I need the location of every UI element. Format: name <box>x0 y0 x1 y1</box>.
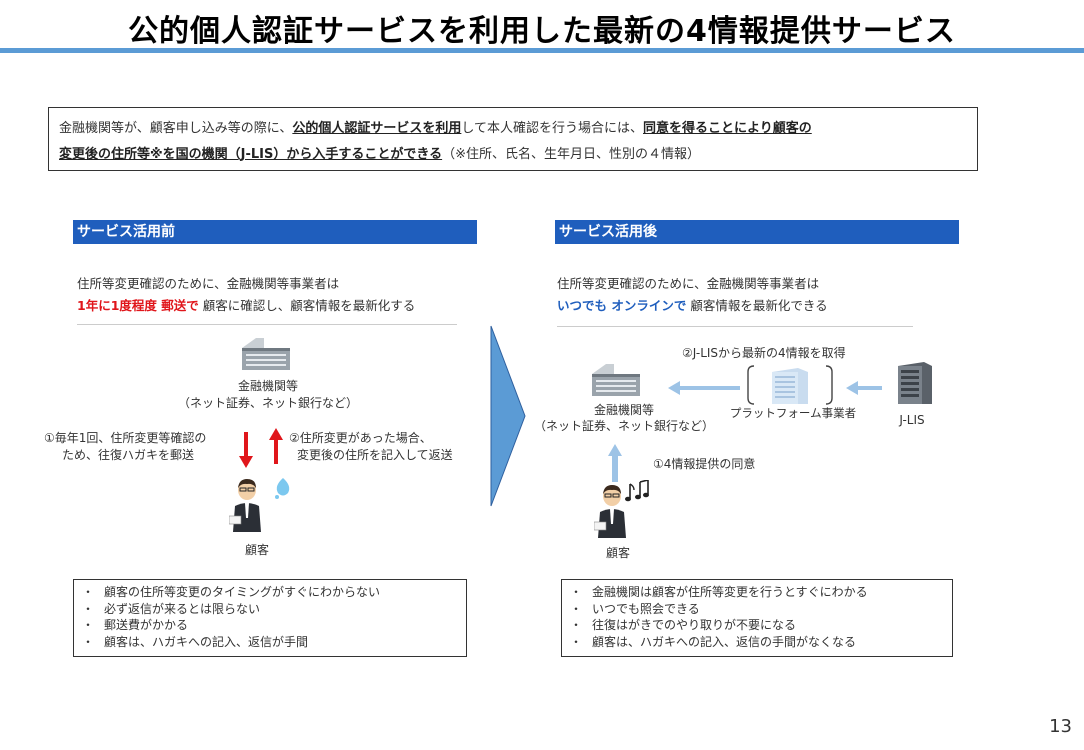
list-item: ・必ず返信が来るとは限らない <box>82 601 458 618</box>
before-note-reply: ②住所変更があった場合、 変更後の住所を記入して返送 <box>289 430 489 464</box>
office-building-icon <box>772 368 808 404</box>
summary-text-3: （※住所、氏名、生年月日、性別の４情報） <box>442 147 701 162</box>
before-note-reply-line1: ②住所変更があった場合、 <box>289 431 432 445</box>
list-item: ・金融機関は顧客が住所等変更を行うとすぐにわかる <box>570 584 944 601</box>
summary-text-2: して本人確認を行う場合には、 <box>461 121 643 136</box>
bank-building-icon <box>592 364 640 396</box>
bullet-mark: ・ <box>570 618 583 632</box>
before-note-mailing: ①毎年1回、住所変更等確認の ため、往復ハガキを郵送 <box>44 430 244 464</box>
list-item: ・郵送費がかかる <box>82 617 458 634</box>
list-item-text: 顧客は、ハガキへの記入、返信が手間 <box>104 634 309 649</box>
before-note-mailing-line2: ため、往復ハガキを郵送 <box>62 448 195 462</box>
before-description-rest: 顧客に確認し、顧客情報を最新化する <box>198 298 416 313</box>
before-customer-label: 顧客 <box>244 543 269 557</box>
list-item: ・往復はがきでのやり取りが不要になる <box>570 617 944 634</box>
list-item: ・いつでも照会できる <box>570 601 944 618</box>
after-description-line2: いつでも オンラインで 顧客情報を最新化できる <box>557 295 957 317</box>
list-item: ・顧客は、ハガキへの記入、返信の手間がなくなる <box>570 634 944 651</box>
before-institution-sublabel: （ネット証券、ネット銀行など） <box>177 396 358 410</box>
before-description-line2: 1年に1度程度 郵送で 顧客に確認し、顧客情報を最新化する <box>77 295 477 317</box>
list-item: ・顧客の住所等変更のタイミングがすぐにわからない <box>82 584 458 601</box>
after-description: 住所等変更確認のために、金融機関等事業者は いつでも オンラインで 顧客情報を最… <box>557 273 957 317</box>
summary-emphasis-3: 変更後の住所等※を国の機関（J-LIS）から入手することができる <box>59 147 443 162</box>
list-item-text: 往復はがきでのやり取りが不要になる <box>592 618 797 632</box>
list-item-text: 顧客は、ハガキへの記入、返信の手間がなくなる <box>592 634 857 649</box>
after-institution-sublabel: （ネット証券、ネット銀行など） <box>533 419 714 433</box>
after-step2-label: ②J-LISから最新の4情報を取得 <box>682 346 846 360</box>
platform-label: プラットフォーム事業者 <box>729 406 857 420</box>
list-item-text: 必ず返信が来るとは限らない <box>104 601 261 616</box>
list-item-text: 金融機関は顧客が住所等変更を行うとすぐにわかる <box>592 585 868 599</box>
jlis-label: J-LIS <box>899 413 925 427</box>
arrow-left-icon <box>668 381 740 395</box>
platform-bracket-icon <box>747 365 833 405</box>
after-section-header: サービス活用後 <box>555 220 959 244</box>
list-item-text: いつでも照会できる <box>592 601 700 616</box>
list-item-text: 顧客の住所等変更のタイミングがすぐにわからない <box>104 585 381 599</box>
after-benefits-list: ・金融機関は顧客が住所等変更を行うとすぐにわかる ・いつでも照会できる ・往復は… <box>561 579 953 657</box>
jlis-server-icon <box>898 362 932 404</box>
transition-chevron-icon <box>490 325 526 507</box>
after-highlight: いつでも オンラインで <box>557 298 687 313</box>
bullet-mark: ・ <box>82 601 95 616</box>
after-description-rest: 顧客情報を最新化できる <box>686 298 828 313</box>
customer-person-icon <box>594 485 626 538</box>
before-description: 住所等変更確認のために、金融機関等事業者は 1年に1度程度 郵送で 顧客に確認し… <box>77 273 477 317</box>
bullet-mark: ・ <box>82 634 95 649</box>
summary-emphasis-2: 同意を得ることにより顧客の <box>643 121 812 136</box>
arrow-up-icon <box>269 428 283 464</box>
after-description-line1: 住所等変更確認のために、金融機関等事業者は <box>557 276 820 291</box>
before-section-header: サービス活用前 <box>73 220 477 244</box>
bank-building-icon <box>242 338 290 370</box>
summary-box: 金融機関等が、顧客申し込み等の際に、公的個人認証サービスを利用して本人確認を行う… <box>48 107 978 171</box>
music-notes-icon <box>625 480 649 502</box>
after-divider <box>557 326 913 327</box>
sweat-drop-icon <box>275 478 290 499</box>
before-description-line1: 住所等変更確認のために、金融機関等事業者は <box>77 276 340 291</box>
list-item-text: 郵送費がかかる <box>104 618 189 632</box>
before-divider <box>77 324 457 325</box>
bullet-mark: ・ <box>570 585 583 599</box>
before-institution-label: 金融機関等 <box>237 379 298 393</box>
list-item: ・顧客は、ハガキへの記入、返信が手間 <box>82 634 458 651</box>
page-number: 13 <box>1049 716 1072 737</box>
after-customer-label: 顧客 <box>605 546 630 560</box>
arrow-up-icon <box>608 444 622 482</box>
after-step1-label: ①4情報提供の同意 <box>653 457 756 471</box>
before-issues-list: ・顧客の住所等変更のタイミングがすぐにわからない ・必ず返信が来るとは限らない … <box>73 579 467 657</box>
before-note-reply-line2: 変更後の住所を記入して返送 <box>297 448 453 462</box>
before-note-mailing-line1: ①毎年1回、住所変更等確認の <box>44 431 207 445</box>
arrow-down-icon <box>239 432 253 468</box>
title-rule <box>0 48 1084 53</box>
bullet-mark: ・ <box>82 618 95 632</box>
bullet-mark: ・ <box>570 601 583 616</box>
summary-text-1: 金融機関等が、顧客申し込み等の際に、 <box>59 121 293 136</box>
bullet-mark: ・ <box>570 634 583 649</box>
after-institution-label: 金融機関等 <box>593 403 654 417</box>
summary-emphasis-1: 公的個人認証サービスを利用 <box>292 121 462 136</box>
arrow-left-icon <box>846 381 882 395</box>
before-highlight: 1年に1度程度 郵送で <box>77 298 199 313</box>
page-title: 公的個人認証サービスを利用した最新の4情報提供サービス <box>128 14 956 49</box>
bullet-mark: ・ <box>82 585 95 599</box>
customer-person-icon <box>229 479 261 532</box>
